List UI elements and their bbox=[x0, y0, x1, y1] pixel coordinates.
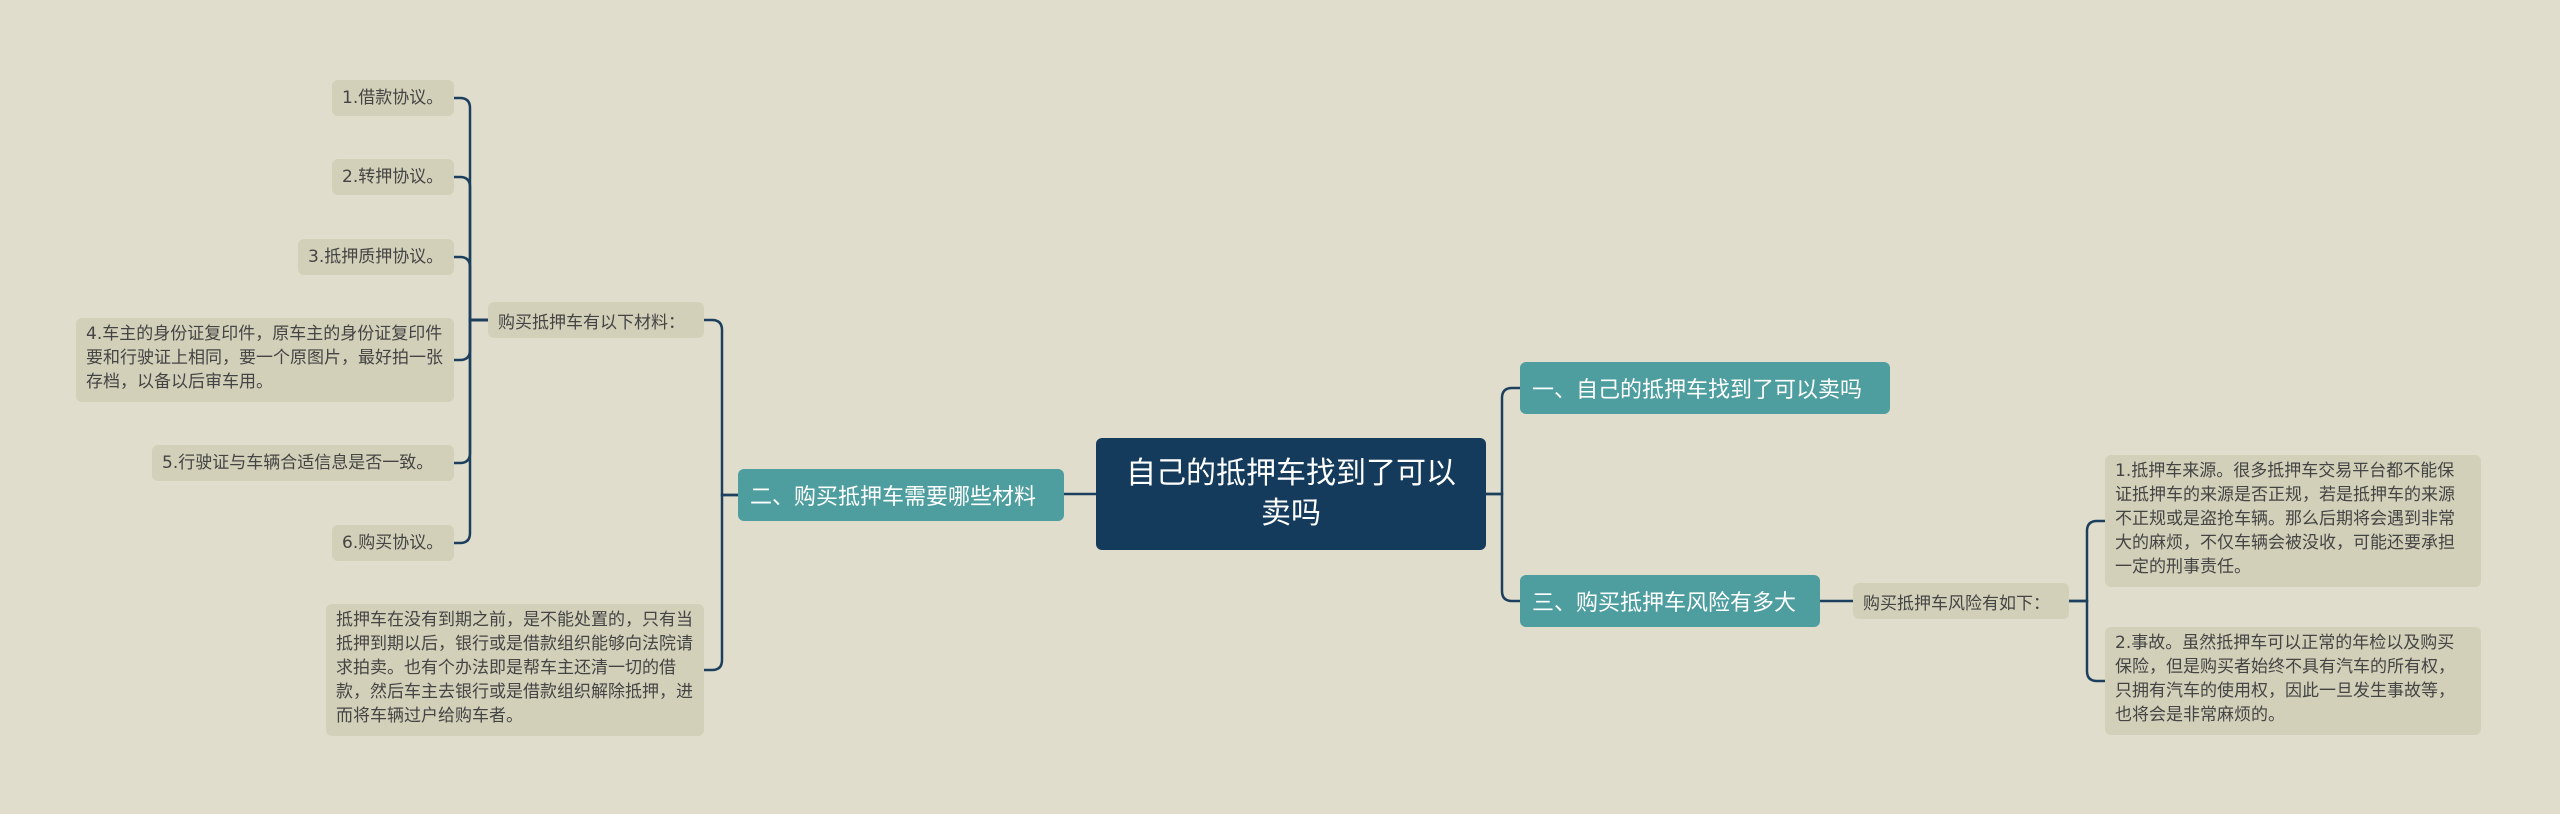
branch-2-item-3[interactable]: 3.抵押质押协议。 bbox=[298, 239, 454, 275]
branch-2-item-1[interactable]: 1.借款协议。 bbox=[332, 80, 454, 116]
link-b2-item-3 bbox=[454, 255, 488, 322]
link-root-b1 bbox=[1486, 386, 1520, 496]
branch-3[interactable]: 三、购买抵押车风险有多大 bbox=[1520, 575, 1820, 627]
link-b2-item-6 bbox=[454, 318, 488, 545]
branch-2-item-6[interactable]: 6.购买协议。 bbox=[332, 525, 454, 561]
link-b2-item-2 bbox=[454, 175, 488, 322]
branch-3-item-2[interactable]: 2.事故。虽然抵押车可以正常的年检以及购买保险，但是购买者始终不具有汽车的所有权… bbox=[2105, 627, 2481, 735]
link-b2-item-1 bbox=[454, 96, 488, 322]
branch-2-summary[interactable]: 购买抵押车有以下材料： bbox=[488, 302, 704, 338]
link-b3-item-2 bbox=[2069, 599, 2105, 683]
branch-1[interactable]: 一、自己的抵押车找到了可以卖吗 bbox=[1520, 362, 1890, 414]
branch-3-summary[interactable]: 购买抵押车风险有如下： bbox=[1853, 583, 2069, 619]
branch-2-item-4[interactable]: 4.车主的身份证复印件，原车主的身份证复印件要和行驶证上相同，要一个原图片，最好… bbox=[76, 318, 454, 402]
link-b2-summary bbox=[704, 318, 738, 497]
branch-2-item-2[interactable]: 2.转押协议。 bbox=[332, 159, 454, 195]
root-topic[interactable]: 自己的抵押车找到了可以卖吗 bbox=[1096, 438, 1486, 550]
branch-2-item-5[interactable]: 5.行驶证与车辆合适信息是否一致。 bbox=[152, 445, 454, 481]
link-b3-item-1 bbox=[2069, 519, 2105, 603]
branch-2-note[interactable]: 抵押车在没有到期之前，是不能处置的，只有当抵押到期以后，银行或是借款组织能够向法… bbox=[326, 604, 704, 736]
link-b2-note bbox=[704, 493, 738, 672]
link-root-b3 bbox=[1486, 492, 1520, 603]
branch-3-item-1[interactable]: 1.抵押车来源。很多抵押车交易平台都不能保证抵押车的来源是否正规，若是抵押车的来… bbox=[2105, 455, 2481, 587]
branch-2[interactable]: 二、购买抵押车需要哪些材料 bbox=[738, 469, 1064, 521]
